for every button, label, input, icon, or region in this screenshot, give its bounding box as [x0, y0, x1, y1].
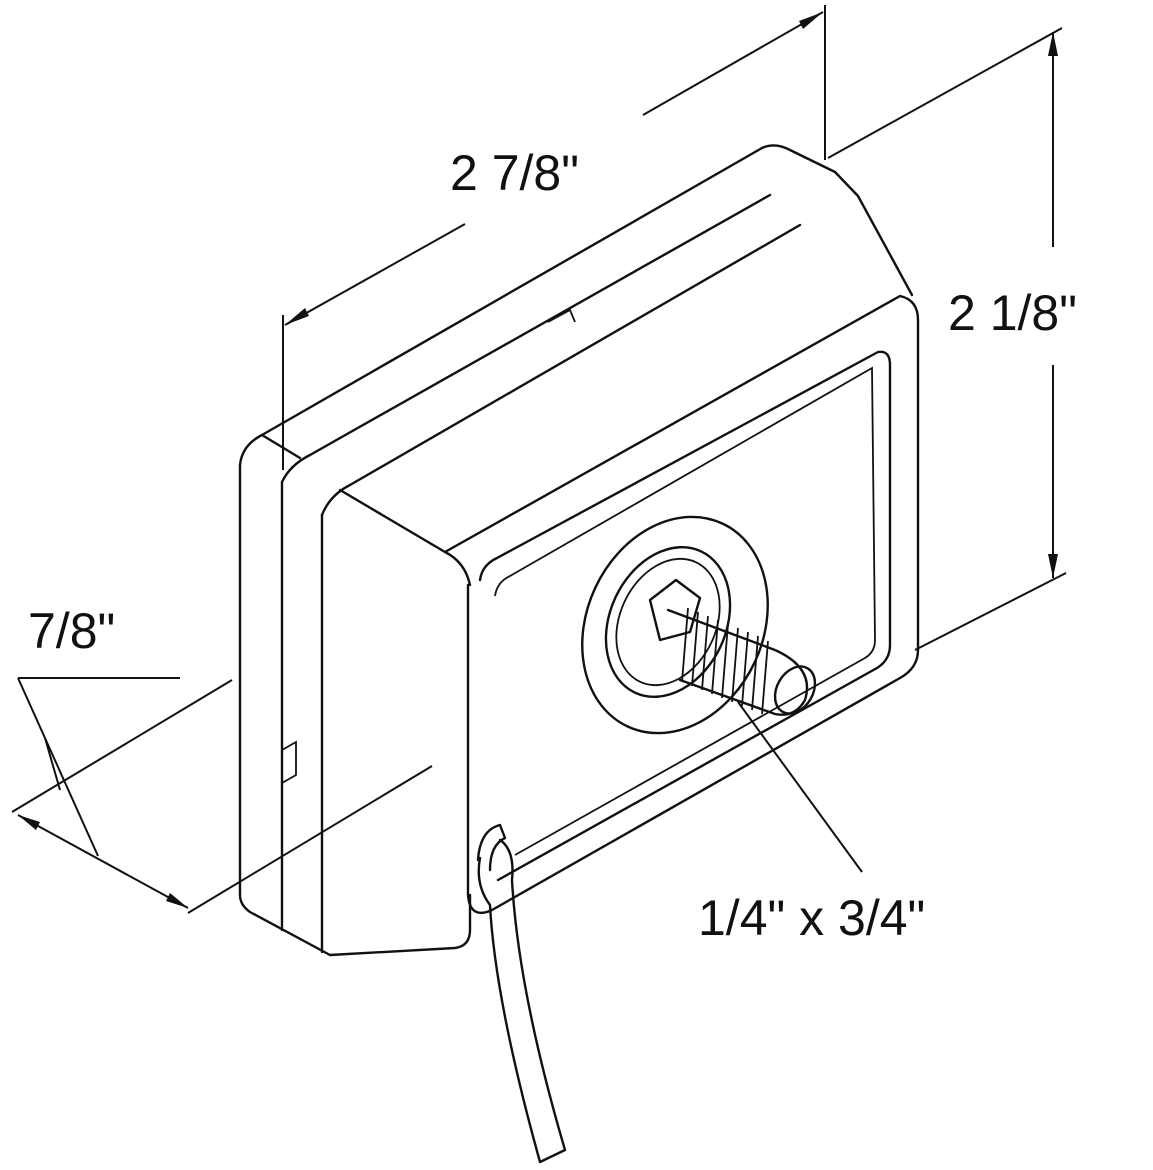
width-label: 2 7/8"	[450, 145, 579, 201]
depth-label: 7/8"	[28, 603, 115, 659]
depth-dimension: 7/8"	[11, 603, 433, 914]
width-dimension: 2 7/8"	[282, 5, 826, 470]
stud-label: 1/4" x 3/4"	[698, 890, 925, 946]
lead-wire	[476, 823, 567, 1164]
height-label: 2 1/8"	[948, 285, 1077, 341]
height-dimension: 2 1/8"	[827, 27, 1077, 651]
threaded-stud: 1/4" x 3/4"	[581, 515, 925, 946]
housing-body	[238, 144, 920, 957]
